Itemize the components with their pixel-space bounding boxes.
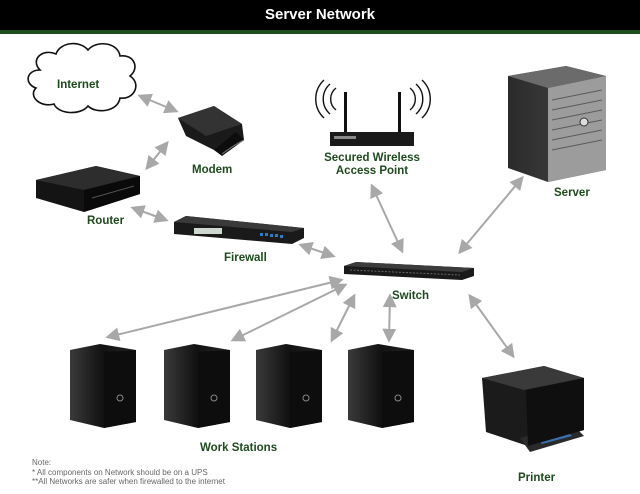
link-router-firewall (130, 205, 169, 223)
workstations-label: Work Stations (200, 442, 278, 454)
note-heading: Note: (32, 458, 52, 467)
wireless-access-point-icon (315, 79, 431, 146)
footnote: Note: * All components on Network should… (32, 458, 225, 487)
wireless-label-line-1: Secured Wireless (324, 152, 420, 164)
workstation-icon-1 (70, 344, 136, 428)
link-firewall-switch (298, 242, 336, 259)
printer-label: Printer (518, 472, 556, 484)
router-icon (36, 166, 140, 212)
link-switch-ws2 (230, 283, 348, 342)
firewall-label: Firewall (224, 252, 267, 264)
link-modem-router (145, 140, 169, 171)
link-switch-ws3 (330, 293, 356, 343)
link-internet-modem (137, 93, 179, 114)
workstation-icon-2 (164, 344, 230, 428)
printer-icon (482, 366, 584, 452)
link-switch-ws1 (105, 275, 344, 342)
wireless-label-line-2: Access Point (335, 165, 409, 177)
header-divider (0, 30, 640, 34)
modem-label: Modem (192, 164, 233, 176)
note-line: * All components on Network should be on… (32, 467, 208, 477)
connections (105, 93, 524, 359)
link-server-switch (458, 175, 524, 255)
link-switch-ws4 (382, 293, 397, 343)
server-icon (508, 66, 606, 182)
wireless-label: Secured Wireless Access Point (316, 152, 428, 178)
internet-label: Internet (57, 79, 100, 91)
workstation-icon-3 (256, 344, 322, 428)
server-label: Server (554, 187, 590, 199)
internet-cloud-icon (27, 42, 137, 114)
note-line: **All Networks are safer when firewalled… (32, 477, 225, 486)
switch-label: Switch (392, 290, 430, 302)
link-switch-printer (468, 293, 515, 359)
firewall-icon (174, 216, 304, 244)
page-title: Server Network (0, 0, 640, 30)
modem-icon (178, 106, 245, 156)
router-label: Router (87, 215, 125, 227)
link-wireless-switch (370, 183, 404, 254)
workstation-icon-4 (348, 344, 414, 428)
switch-icon (344, 262, 474, 280)
